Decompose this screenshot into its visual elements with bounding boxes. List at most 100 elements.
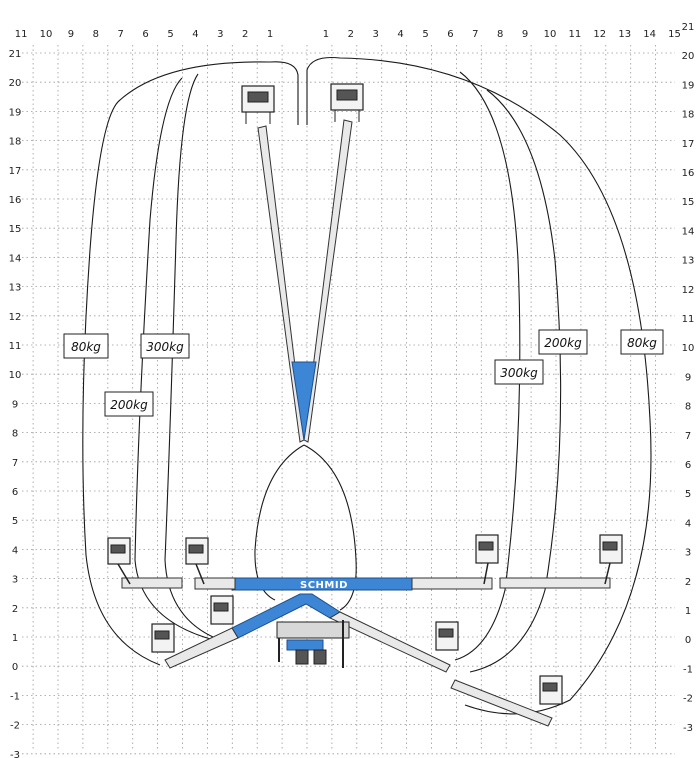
right-axis-label: -2 [683,694,693,705]
left-axis-label: -3 [10,750,20,758]
svg-text:80kg: 80kg [627,336,657,350]
left-axis-label: 15 [9,224,22,235]
basket-top-right [330,83,364,122]
svg-text:200kg: 200kg [110,398,148,412]
left-axis-label: 6 [12,487,18,498]
top-axis-label: 5 [167,29,173,40]
horizontal-booms: SCHMID [107,534,623,591]
left-axis-label: 5 [12,516,18,527]
boom-raised-base-blue [291,361,317,441]
left-axis-label: 3 [12,575,18,586]
right-axis-label: 1 [685,606,691,617]
right-axis-label: 15 [682,197,695,208]
top-axis-label: 6 [142,29,148,40]
basket-horizontal-left [185,537,209,585]
top-axis-label: 4 [397,29,403,40]
right-axis-label: 19 [682,80,695,91]
svg-text:80kg: 80kg [71,340,101,354]
left-axis-label: 11 [9,341,22,352]
right-axis-label: 2 [685,577,691,588]
raised-booms [241,83,364,443]
right-axis-label: 3 [685,548,691,559]
top-axis-label: 6 [447,29,453,40]
right-axis-label: 11 [682,314,695,325]
left-axis-label: 4 [12,545,18,556]
boom-lowered-far-right [450,679,553,727]
right-axis-label: 14 [682,226,695,237]
working-envelopes [82,56,652,715]
left-axis-label: -1 [10,691,20,702]
top-axis-label: 7 [472,29,478,40]
boom-lowered-left [164,627,239,669]
label-right-300kg: 300kg [494,359,544,385]
top-axis-label: 2 [242,29,248,40]
top-axis-label: 13 [618,29,631,40]
left-axis-label: 12 [9,312,22,323]
right-axis-label: 9 [685,372,691,383]
basket-horizontal-right [475,534,499,585]
left-axis-label: 16 [9,195,22,206]
svg-text:200kg: 200kg [544,336,582,350]
envelope-right-200kg [469,89,562,673]
top-axis-label: 1 [323,29,329,40]
svg-text:300kg: 300kg [146,340,184,354]
right-axis-label: 12 [682,285,695,296]
left-axis-label: 21 [9,49,22,60]
label-right-80kg: 80kg [620,329,664,355]
lowered-booms [151,593,563,727]
left-axis-label: 9 [12,399,18,410]
boom-horizontal-steel-far-left [121,577,183,589]
envelope-left-80kg [82,61,299,666]
label-right-200kg: 200kg [538,329,588,355]
top-axis-label: 11 [15,29,28,40]
right-axis-label: 7 [685,431,691,442]
basket-horizontal-far-right [599,534,623,585]
left-axis-label: 8 [12,429,18,440]
left-axis-label: 1 [12,633,18,644]
top-axis-label: 3 [217,29,223,40]
left-axis-label: 13 [9,283,22,294]
right-axis-label: 13 [682,256,695,267]
left-axis-label: 17 [9,166,22,177]
boom-horizontal-steel-right [411,577,493,590]
top-axis-label: 10 [544,29,557,40]
label-left-200kg: 200kg [104,391,154,417]
boom-lowered-right [328,611,451,673]
right-axis-label: 0 [685,635,691,646]
right-axis-label: 16 [682,168,695,179]
label-left-80kg: 80kg [63,333,109,359]
top-axis-label: 9 [522,29,528,40]
right-axis-label: 17 [682,139,695,150]
right-axis-label: -3 [683,723,693,734]
left-axis-label: 18 [9,137,22,148]
svg-text:300kg: 300kg [500,366,538,380]
envelope-left-300kg [164,73,221,641]
left-axis-label: -2 [10,721,20,732]
brand-label: SCHMID [300,580,348,591]
right-axis-label: 10 [682,343,695,354]
right-axis-label: 21 [682,22,695,33]
basket-horizontal-far-left [107,537,131,585]
top-axis-label: 8 [93,29,99,40]
basket-lowered-left [151,623,175,653]
top-axis-label: 10 [40,29,53,40]
left-axis-label: 2 [12,604,18,615]
basket-lowered-right [435,621,459,651]
right-axis-label: 6 [685,460,691,471]
left-axis-label: 20 [9,78,22,89]
top-axis-label: 12 [593,29,606,40]
top-axis-label: 14 [643,29,656,40]
top-axis-label: 7 [118,29,124,40]
top-axis-label: 4 [192,29,198,40]
top-axis-label: 11 [569,29,582,40]
basket-top-left [241,85,275,124]
truck-chassis [276,620,350,668]
top-axis-label: 15 [668,29,681,40]
top-axis-label: 2 [348,29,354,40]
right-axis-label: 18 [682,110,695,121]
boom-horizontal-steel-left [194,577,236,590]
